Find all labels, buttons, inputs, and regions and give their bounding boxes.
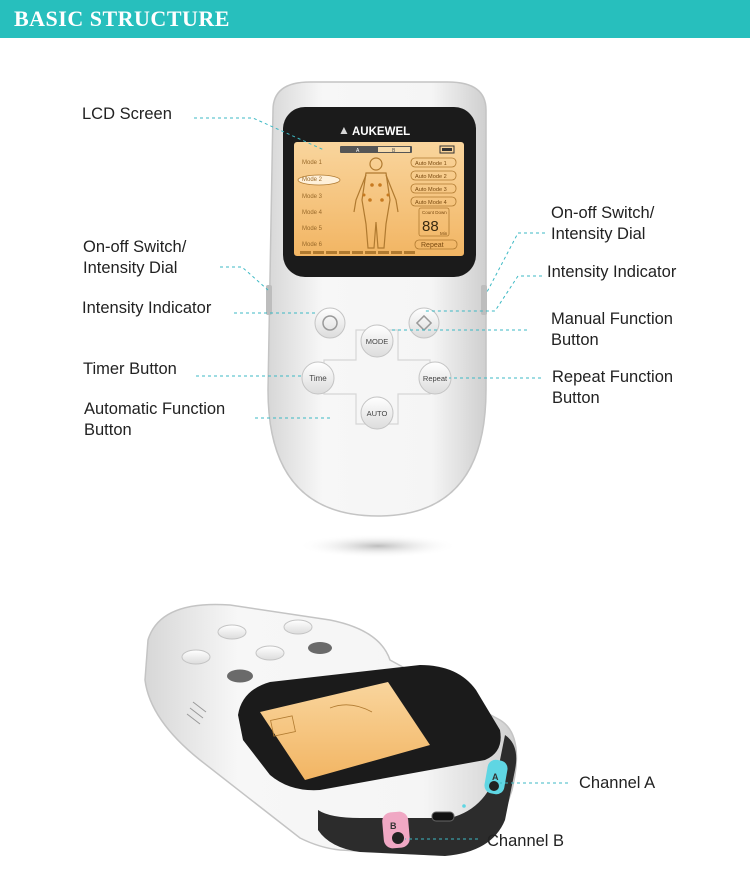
label-onoff-left: On-off Switch/Intensity Dial: [83, 238, 187, 277]
left-dial: [266, 285, 272, 315]
bottom-cap: [318, 735, 517, 856]
time-button-shape: [301, 361, 335, 395]
leader-lines: [194, 117, 568, 840]
lcd-countdown-value: 88: [422, 218, 439, 235]
mode-button[interactable]: MODE: [366, 337, 389, 346]
repeat-button[interactable]: Repeat: [423, 374, 448, 383]
svg-text:Auto Mode 3: Auto Mode 3: [415, 187, 447, 193]
label-intensity-right: Intensity Indicator: [547, 263, 677, 281]
label-channel-b: Channel B: [487, 832, 565, 850]
lcd-screen: [294, 142, 464, 256]
svg-text:Auto Mode 1: Auto Mode 1: [415, 161, 447, 167]
label-timer-button: Timer Button: [83, 360, 177, 378]
svg-text:Auto Mode 2: Auto Mode 2: [415, 174, 447, 180]
label-channel-a: Channel A: [579, 774, 656, 792]
svg-text:Mode 4: Mode 4: [302, 210, 323, 216]
mode-button-shape: [360, 324, 394, 358]
port-a-label: A: [492, 772, 499, 782]
label-lcd-screen: LCD Screen: [82, 105, 172, 123]
brand-logo: ▲: [338, 123, 350, 137]
device-front-view: ▲: [266, 81, 487, 558]
lcd-countdown-label: Count Down: [422, 210, 447, 215]
svg-text:Mode 3: Mode 3: [302, 194, 323, 200]
lcd-auto-mode-list: Auto Mode 1 Auto Mode 2 Auto Mode 3 Auto…: [415, 161, 447, 206]
auto-button-shape: [360, 396, 394, 430]
svg-text:Auto Mode 4: Auto Mode 4: [415, 200, 447, 206]
time-button[interactable]: Time: [309, 374, 327, 383]
banner-title: BASIC STRUCTURE: [14, 6, 230, 31]
intensity-indicator-left: [314, 307, 346, 339]
lcd-channel-a: A: [356, 148, 360, 154]
svg-text:Mode 5: Mode 5: [302, 226, 323, 232]
svg-text:Mode 6: Mode 6: [302, 242, 323, 248]
device-angled-view: [144, 603, 518, 856]
lcd-channel-b: B: [392, 148, 396, 154]
label-onoff-right: On-off Switch/Intensity Dial: [551, 204, 655, 243]
svg-text:Mode 2: Mode 2: [302, 177, 323, 183]
port-b-label: B: [390, 821, 397, 831]
lcd-screen-angled: [260, 682, 430, 780]
lcd-mode-list: Mode 1 Mode 2 Mode 3 Mode 4 Mode 5 Mode …: [302, 160, 323, 248]
lcd-repeat-label: Repeat: [421, 242, 444, 249]
brand-text: AUKEWEL: [352, 126, 410, 138]
device-shadow: [298, 534, 458, 558]
svg-text:Mode 1: Mode 1: [302, 160, 323, 166]
label-intensity-left: Intensity Indicator: [82, 299, 212, 317]
right-dial: [481, 285, 487, 315]
intensity-indicator-right: [408, 307, 440, 339]
auto-button[interactable]: AUTO: [367, 409, 388, 418]
header-banner: BASIC STRUCTURE: [0, 0, 750, 38]
lcd-countdown-unit: Min: [440, 231, 448, 236]
